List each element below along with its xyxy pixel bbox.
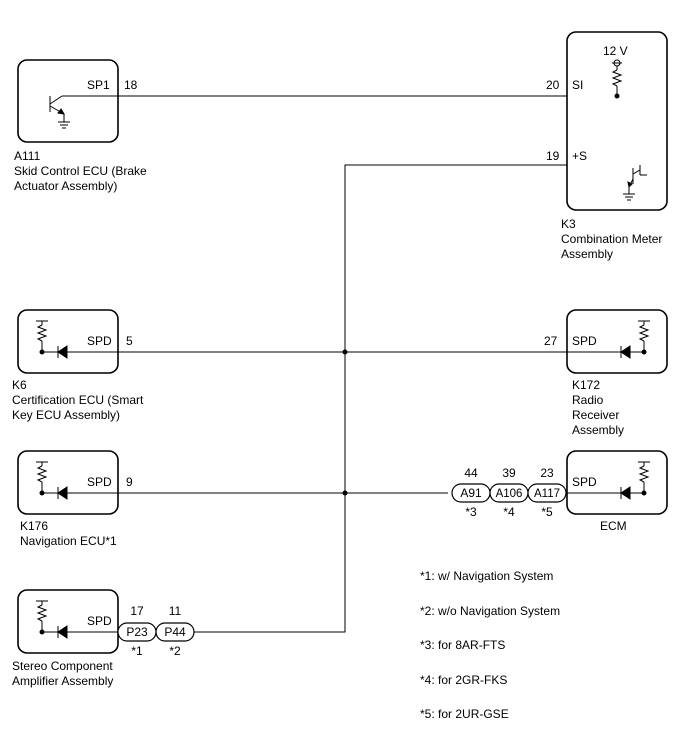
ecm-name: ECM: [600, 519, 627, 533]
footnotes: *1: w/ Navigation System *2: w/o Navigat…: [420, 569, 560, 721]
k6-name-line1: Certification ECU (Smart: [12, 393, 144, 407]
k3-supply-label: 12 V: [603, 44, 628, 58]
transistor-icon: [623, 165, 647, 201]
connector-a117: A117 23 *5: [527, 466, 567, 519]
stereo-pin-name: SPD: [87, 614, 112, 628]
footnote-3: *3: for 8AR-FTS: [420, 638, 505, 652]
component-a111: SP1 18 A111 Skid Control ECU (Brake Actu…: [14, 59, 147, 193]
resistor-diode-icon: [567, 320, 650, 359]
connector-p23: P23 17 *1: [117, 604, 157, 658]
k3-pin1-number: 20: [546, 78, 560, 92]
footnote-1: *1: w/ Navigation System: [420, 569, 553, 583]
component-k176: SPD 9 K176 Navigation ECU*1: [17, 450, 133, 548]
component-k172: 27 SPD K172 Radio Receiver Assembly: [544, 309, 668, 437]
component-stereo-amplifier: SPD Stereo Component Amplifier Assembly: [12, 589, 119, 688]
k172-pin-number: 27: [544, 334, 558, 348]
p44-pin: 11: [169, 604, 182, 618]
k6-pin-name: SPD: [87, 334, 112, 348]
k6-code: K6: [12, 378, 27, 392]
k3-pin1-name: SI: [572, 78, 583, 92]
a111-pin-name: SP1: [87, 78, 110, 92]
k172-name-line1: Radio: [572, 393, 604, 407]
footnote-5: *5: for 2UR-GSE: [420, 707, 509, 721]
k176-pin-number: 9: [126, 475, 133, 489]
k176-name-line1: Navigation ECU*1: [20, 534, 117, 548]
a117-note: *5: [541, 505, 553, 519]
footnote-2: *2: w/o Navigation System: [420, 604, 560, 618]
p23-note: *1: [131, 644, 143, 658]
component-k6: SPD 5 K6 Certification ECU (Smart Key EC…: [12, 309, 144, 422]
component-ecm: SPD ECM: [566, 450, 668, 533]
resistor-diode-icon: [36, 461, 118, 500]
k3-pin2-number: 19: [546, 149, 560, 163]
junction-dot-k176: [342, 490, 348, 496]
stereo-name-line1: Stereo Component: [12, 659, 113, 673]
k3-name-line1: Combination Meter: [561, 232, 662, 246]
supply-resistor-icon: [611, 59, 623, 99]
k176-pin-name: SPD: [87, 475, 112, 489]
a117-label: A117: [534, 488, 560, 500]
wire-p44-bus: [194, 628, 346, 633]
junction-dot-k6: [342, 349, 348, 355]
p23-label: P23: [126, 625, 148, 639]
p23-pin: 17: [130, 604, 144, 618]
k172-code: K172: [572, 378, 600, 392]
footnote-4: *4: for 2GR-FKS: [420, 673, 507, 687]
k3-name-line2: Assembly: [561, 247, 613, 261]
a111-code: A111: [14, 149, 41, 163]
connector-p44: P44 11 *2: [155, 604, 195, 658]
a111-pin-number: 18: [124, 78, 138, 92]
ecm-pin-name: SPD: [572, 475, 597, 489]
connector-a106: A106 39 *4: [489, 466, 529, 519]
a111-name-line2: Actuator Assembly): [14, 179, 117, 193]
k6-pin-number: 5: [126, 334, 133, 348]
resistor-diode-icon: [567, 461, 650, 500]
k172-pin-name: SPD: [572, 334, 597, 348]
a106-label: A106: [496, 488, 523, 500]
k176-code: K176: [20, 519, 48, 533]
transistor-icon: [49, 95, 118, 129]
p44-note: *2: [169, 644, 181, 658]
resistor-diode-icon: [36, 600, 118, 639]
p44-label: P44: [164, 625, 186, 639]
k172-name-line3: Assembly: [572, 423, 624, 437]
a91-label: A91: [460, 486, 482, 500]
stereo-name-line2: Amplifier Assembly: [12, 674, 113, 688]
k172-name-line2: Receiver: [572, 408, 619, 422]
wire-speed-bus: [344, 164, 640, 630]
a117-pin: 23: [540, 466, 554, 480]
a91-note: *3: [465, 505, 477, 519]
a106-pin: 39: [502, 466, 516, 480]
k3-pin2-name: +S: [572, 149, 587, 163]
component-k3: 12 V 20 SI 19 +S K3 Combination Meter As…: [546, 31, 668, 261]
k3-code: K3: [561, 217, 576, 231]
a91-pin: 44: [464, 466, 478, 480]
connector-a91: A91 44 *3: [451, 466, 491, 519]
a111-name-line1: Skid Control ECU (Brake: [14, 164, 147, 178]
k6-name-line2: Key ECU Assembly): [12, 408, 120, 422]
a106-note: *4: [503, 505, 515, 519]
resistor-diode-icon: [36, 320, 118, 359]
